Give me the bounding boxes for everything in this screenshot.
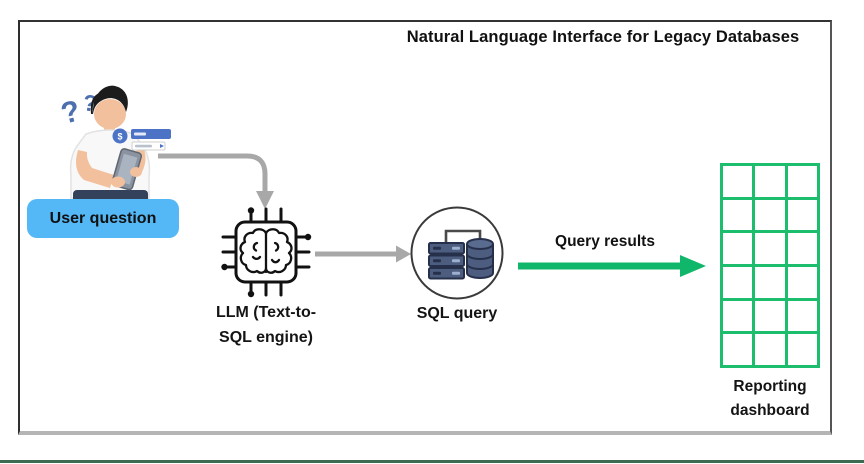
chat-bubble-icon: $ — [112, 128, 171, 151]
grid-cell — [723, 199, 753, 231]
question-mark-icon: ? — [58, 94, 84, 130]
question-mark-icon: ? — [81, 89, 99, 117]
arrow-sql-to-dashboard — [518, 255, 706, 277]
svg-text:$: $ — [117, 132, 122, 142]
reporting-label-line2: dashboard — [730, 402, 810, 419]
grid-cell — [787, 233, 817, 264]
user-question-node: User question — [27, 199, 179, 238]
grid-cell — [723, 166, 753, 197]
grid-cell — [787, 166, 817, 197]
grid-cell — [723, 300, 753, 332]
arrow-llm-to-sql — [315, 245, 411, 263]
grid-cell — [787, 334, 817, 365]
sql-query-label: SQL query — [416, 305, 498, 322]
grid-cell — [723, 266, 753, 298]
llm-node-label: LLM (Text-to- SQL engine) — [190, 300, 342, 350]
llm-label-line1: LLM (Text-to- — [215, 304, 317, 321]
page-bottom-divider — [0, 460, 864, 463]
grid-cell — [755, 334, 785, 365]
server-stack — [428, 242, 465, 280]
database-server-icon — [410, 206, 504, 300]
grid-cell — [755, 266, 785, 298]
reporting-dashboard-label: Reporting dashboard — [706, 375, 834, 423]
user-illustration: ? ? $ — [58, 85, 171, 222]
grid-cell — [787, 199, 817, 231]
grid-cell — [723, 334, 753, 365]
chip-brain-icon — [221, 207, 312, 298]
person-arms-phone — [76, 144, 146, 191]
llm-label-line2: SQL engine) — [219, 329, 313, 346]
user-question-label: User question — [49, 209, 157, 227]
grid-cell — [723, 233, 753, 264]
grid-cell — [755, 300, 785, 332]
person-head — [90, 85, 128, 132]
grid-cell — [787, 300, 817, 332]
grid-cell — [755, 233, 785, 264]
grid-cell — [787, 266, 817, 298]
reporting-dashboard-grid — [720, 163, 820, 368]
arrow-user-to-llm — [158, 153, 274, 209]
query-results-label: Query results — [555, 233, 655, 250]
database-cylinder — [466, 238, 494, 279]
diagram-title: Natural Language Interface for Legacy Da… — [406, 28, 800, 46]
grid-cell — [755, 199, 785, 231]
reporting-label-line1: Reporting — [733, 378, 807, 395]
brain-glyph — [239, 228, 293, 274]
grid-cell — [755, 166, 785, 197]
